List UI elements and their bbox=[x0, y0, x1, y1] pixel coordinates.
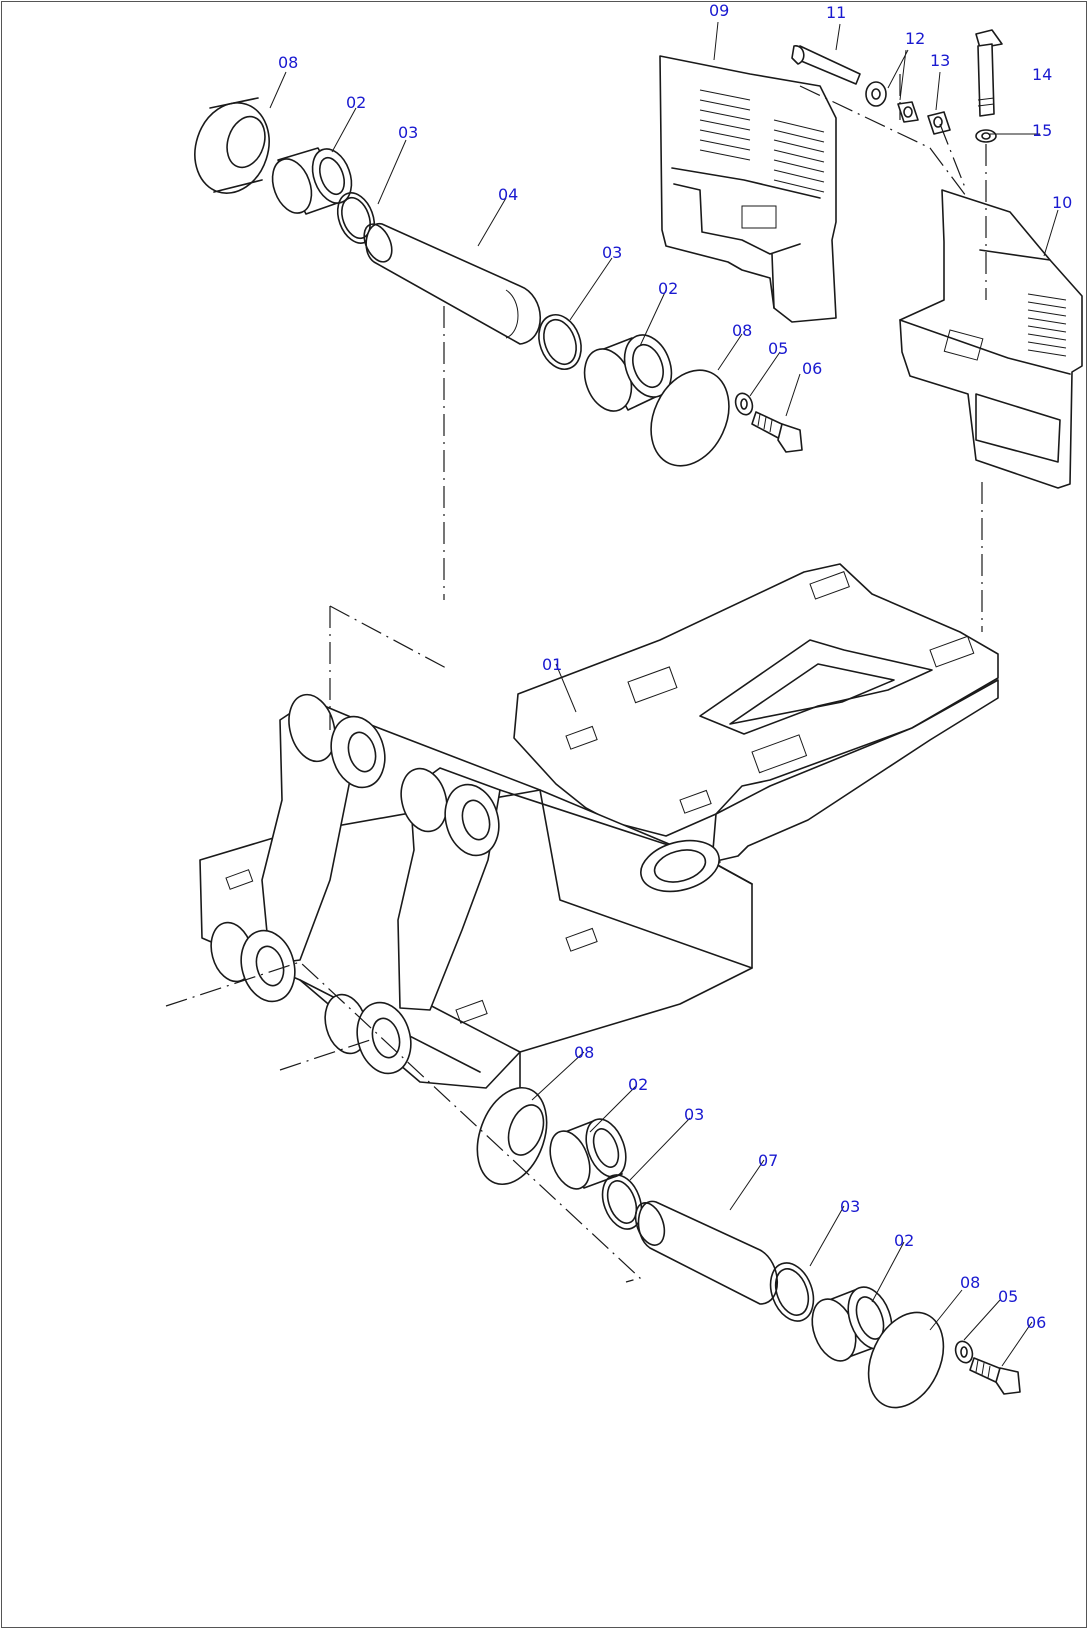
part-04-pin-upper bbox=[363, 223, 541, 345]
part-01-main-frame bbox=[199, 563, 999, 1091]
callout-07: 07 bbox=[758, 1151, 778, 1170]
part-08-plate-lower-left bbox=[476, 1086, 548, 1186]
lower-pin-assembly bbox=[476, 1086, 1021, 1409]
callout-09: 09 bbox=[709, 1, 729, 20]
leader-lines bbox=[269, 21, 1059, 1367]
callout-08-upper-right: 08 bbox=[732, 321, 752, 340]
callout-01: 01 bbox=[542, 655, 562, 674]
part-05-washer-lower bbox=[954, 1340, 974, 1364]
part-05-washer-upper bbox=[734, 392, 754, 416]
callout-12: 12 bbox=[905, 29, 925, 48]
callout-08-lower-left: 08 bbox=[574, 1043, 594, 1062]
part-06-bolt-upper bbox=[751, 411, 803, 453]
part-07-pin-lower bbox=[634, 1200, 779, 1305]
upper-pin-assembly bbox=[194, 97, 803, 467]
callout-03-upper-left: 03 bbox=[398, 123, 418, 142]
part-02-bushing-upper-left bbox=[271, 147, 353, 215]
callout-03-lower-left: 03 bbox=[684, 1105, 704, 1124]
callout-14: 14 bbox=[1032, 65, 1052, 84]
callout-04: 04 bbox=[498, 185, 518, 204]
callout-06-lower: 06 bbox=[1026, 1313, 1046, 1332]
callout-13: 13 bbox=[930, 51, 950, 70]
callout-10: 10 bbox=[1052, 193, 1072, 212]
callout-08-upper-left: 08 bbox=[278, 53, 298, 72]
callout-08-lower-right: 08 bbox=[960, 1273, 980, 1292]
part-02-bushing-upper-right bbox=[583, 334, 673, 412]
hardware-11-15 bbox=[791, 29, 1003, 143]
part-06-bolt-lower bbox=[969, 1357, 1021, 1395]
part-03-ring-lower-right bbox=[769, 1262, 815, 1322]
part-08-plate-upper-right bbox=[650, 369, 730, 467]
callout-03-upper-right: 03 bbox=[602, 243, 622, 262]
callout-15: 15 bbox=[1032, 121, 1052, 140]
callout-02-lower-right: 02 bbox=[894, 1231, 914, 1250]
cover-09 bbox=[659, 55, 837, 323]
callout-02-upper-left: 02 bbox=[346, 93, 366, 112]
callout-03-lower-right: 03 bbox=[840, 1197, 860, 1216]
cover-10 bbox=[899, 189, 1083, 489]
callout-06-upper: 06 bbox=[802, 359, 822, 378]
callout-11: 11 bbox=[826, 3, 846, 22]
part-08-plate-upper-left bbox=[194, 97, 270, 194]
callout-labels: 09 11 12 13 14 15 10 08 02 03 04 03 02 0… bbox=[278, 1, 1072, 1332]
part-02-bushing-lower-left bbox=[549, 1118, 627, 1190]
callout-05-upper: 05 bbox=[768, 339, 788, 358]
part-03-ring-upper-right bbox=[538, 314, 582, 370]
part-02-bushing-lower-right bbox=[811, 1286, 893, 1362]
callout-02-lower-left: 02 bbox=[628, 1075, 648, 1094]
callout-02-upper-right: 02 bbox=[658, 279, 678, 298]
part-08-plate-lower-right bbox=[867, 1311, 945, 1409]
callout-05-lower: 05 bbox=[998, 1287, 1018, 1306]
alignment-lines bbox=[165, 74, 987, 1283]
part-03-ring-lower-left bbox=[601, 1174, 643, 1230]
